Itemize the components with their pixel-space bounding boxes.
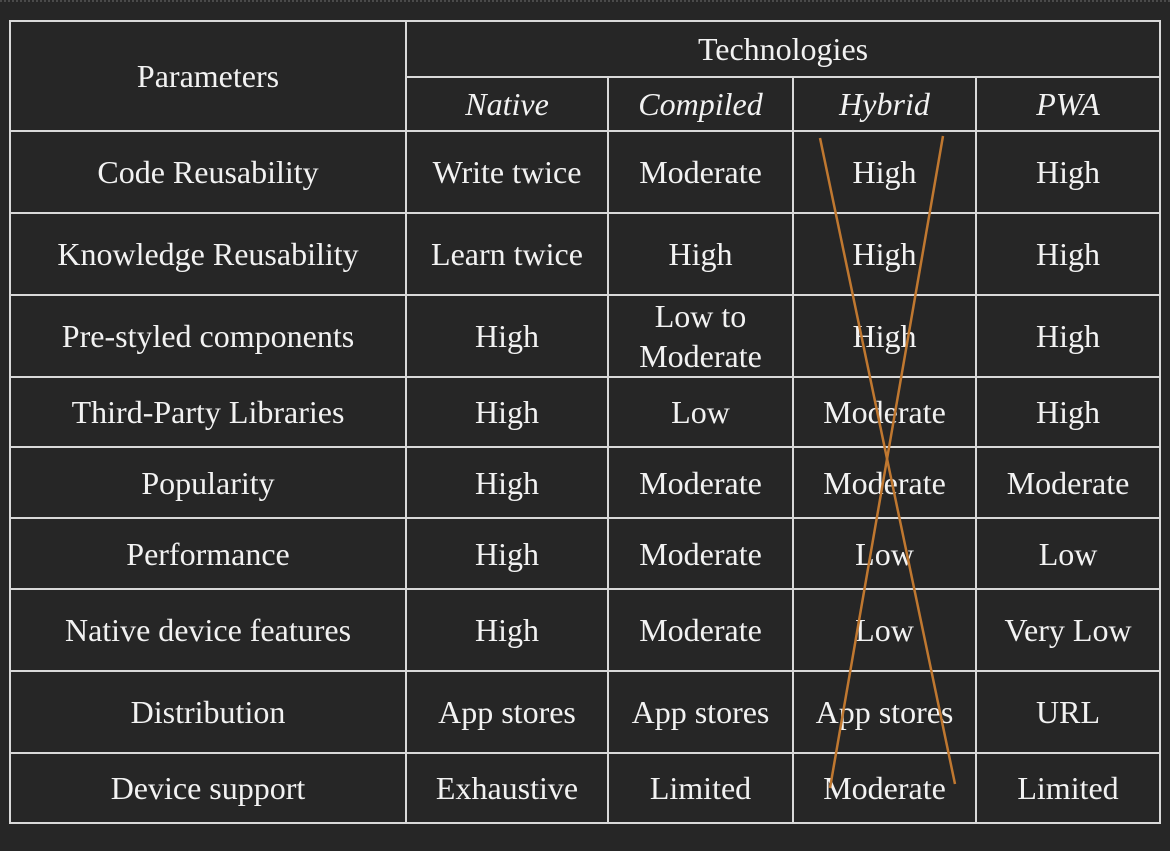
parameter-cell: Third-Party Libraries bbox=[9, 376, 407, 448]
value-cell-native: Exhaustive bbox=[405, 752, 609, 824]
parameter-cell: Popularity bbox=[9, 446, 407, 519]
value-cell-pwa: High bbox=[974, 376, 1162, 448]
value-cell-pwa: High bbox=[974, 212, 1162, 296]
value-cell-compiled: High bbox=[607, 212, 794, 296]
value-cell-pwa: Very Low bbox=[974, 588, 1162, 672]
technologies-header: Technologies bbox=[404, 20, 1162, 78]
value-cell-pwa: High bbox=[974, 294, 1162, 378]
value-cell-hybrid: High bbox=[792, 130, 977, 214]
value-cell-pwa: High bbox=[974, 130, 1162, 214]
value-cell-pwa: URL bbox=[974, 670, 1162, 754]
value-cell-hybrid: High bbox=[792, 294, 977, 378]
parameter-cell: Performance bbox=[9, 517, 407, 590]
value-cell-native: High bbox=[405, 446, 609, 519]
value-cell-hybrid: Moderate bbox=[792, 752, 977, 824]
value-cell-pwa: Moderate bbox=[974, 446, 1162, 519]
value-cell-pwa: Low bbox=[974, 517, 1162, 590]
comparison-table-container: Parameters Technologies Native Compiled … bbox=[9, 20, 1162, 824]
value-cell-native: High bbox=[405, 376, 609, 448]
parameter-cell: Native device features bbox=[9, 588, 407, 672]
value-cell-compiled: App stores bbox=[607, 670, 794, 754]
column-header-compiled: Compiled bbox=[607, 76, 794, 132]
value-cell-native: High bbox=[405, 294, 609, 378]
value-cell-hybrid: Moderate bbox=[792, 446, 977, 519]
value-cell-compiled: Moderate bbox=[607, 517, 794, 590]
column-header-native: Native bbox=[405, 76, 609, 132]
value-cell-hybrid: Low bbox=[792, 517, 977, 590]
value-cell-compiled: Low to Moderate bbox=[607, 294, 794, 378]
value-cell-compiled: Low bbox=[607, 376, 794, 448]
parameter-cell: Device support bbox=[9, 752, 407, 824]
parameter-cell: Code Reusability bbox=[9, 130, 407, 214]
parameter-cell: Pre-styled components bbox=[9, 294, 407, 378]
value-cell-hybrid: Moderate bbox=[792, 376, 977, 448]
value-cell-hybrid: High bbox=[792, 212, 977, 296]
value-cell-compiled: Moderate bbox=[607, 588, 794, 672]
column-header-hybrid: Hybrid bbox=[792, 76, 977, 132]
column-header-pwa: PWA bbox=[974, 76, 1162, 132]
value-cell-compiled: Moderate bbox=[607, 130, 794, 214]
parameter-cell: Distribution bbox=[9, 670, 407, 754]
value-cell-pwa: Limited bbox=[974, 752, 1162, 824]
value-cell-hybrid: Low bbox=[792, 588, 977, 672]
value-cell-compiled: Limited bbox=[607, 752, 794, 824]
comparison-table: Parameters Technologies Native Compiled … bbox=[9, 20, 1162, 824]
parameters-header: Parameters bbox=[9, 20, 407, 132]
value-cell-native: Learn twice bbox=[405, 212, 609, 296]
top-dotted-border bbox=[0, 0, 1170, 12]
parameter-cell: Knowledge Reusability bbox=[9, 212, 407, 296]
value-cell-native: High bbox=[405, 588, 609, 672]
value-cell-native: App stores bbox=[405, 670, 609, 754]
value-cell-native: Write twice bbox=[405, 130, 609, 214]
value-cell-compiled: Moderate bbox=[607, 446, 794, 519]
value-cell-hybrid: App stores bbox=[792, 670, 977, 754]
value-cell-native: High bbox=[405, 517, 609, 590]
